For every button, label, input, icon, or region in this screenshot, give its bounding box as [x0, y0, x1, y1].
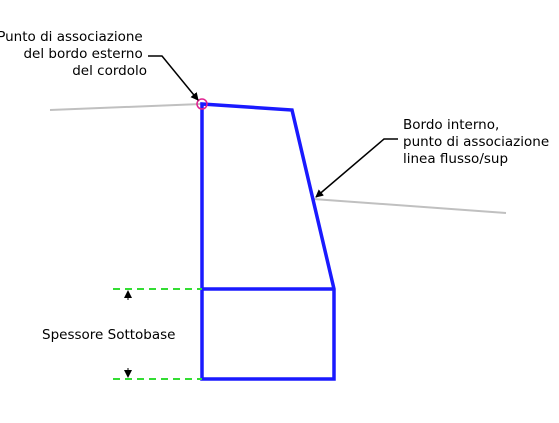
subbase-thickness-label: Spessore Sottobase [42, 327, 175, 343]
inner-edge-label: Bordo interno, punto di associazione lin… [403, 117, 553, 167]
curb-outline [200, 102, 336, 381]
ground-line-right [312, 198, 507, 214]
outer-point-label: Punto di associazione del bordo esterno … [0, 29, 147, 79]
inner-edge-leader [315, 138, 398, 198]
outer-point-marker [196, 98, 208, 110]
ground-line-left [49, 103, 202, 111]
outer-point-leader [148, 55, 199, 101]
